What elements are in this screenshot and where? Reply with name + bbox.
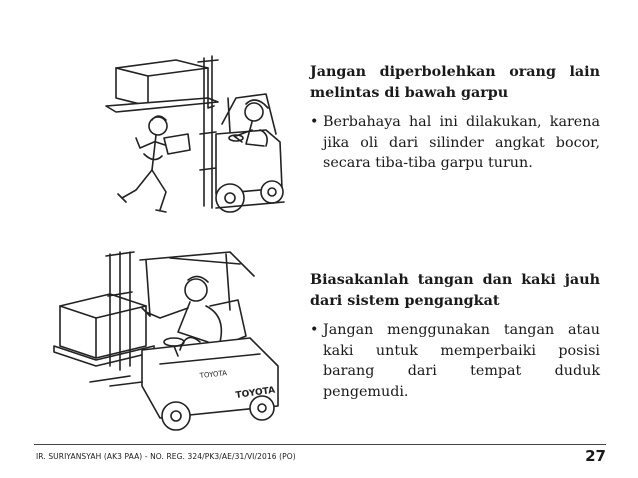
footer-author: IR. SURIYANSYAH (AK3 PAA) - NO. REG. 324… bbox=[36, 452, 296, 461]
page-number: 27 bbox=[585, 447, 606, 465]
illustration-person-under-forks bbox=[96, 38, 292, 228]
footer-divider bbox=[34, 444, 606, 445]
toyota-badge-upper: TOYOTA bbox=[198, 369, 227, 380]
bullet-item: • Jangan menggunakan tangan atau kaki un… bbox=[310, 320, 600, 402]
section-heading: Jangan diperbolehkan orang lain melintas… bbox=[310, 64, 600, 101]
bullet-text: Berbahaya hal ini dilakukan, karena jika… bbox=[323, 114, 600, 171]
bullet-text: Jangan menggunakan tangan atau kaki untu… bbox=[323, 322, 600, 400]
illustration-driver-reaching-from-seat: TOYOTA TOYOTA bbox=[50, 246, 290, 438]
section-hands-feet-warning: Biasakanlah tangan dan kaki jauh dari si… bbox=[310, 270, 600, 402]
bullet-icon: • bbox=[310, 322, 319, 338]
section-heading: Biasakanlah tangan dan kaki jauh dari si… bbox=[310, 272, 600, 309]
section-forks-warning: Jangan diperbolehkan orang lain melintas… bbox=[310, 62, 600, 174]
bullet-item: • Berbahaya hal ini dilakukan, karena ji… bbox=[310, 112, 600, 174]
bullet-icon: • bbox=[310, 114, 319, 130]
